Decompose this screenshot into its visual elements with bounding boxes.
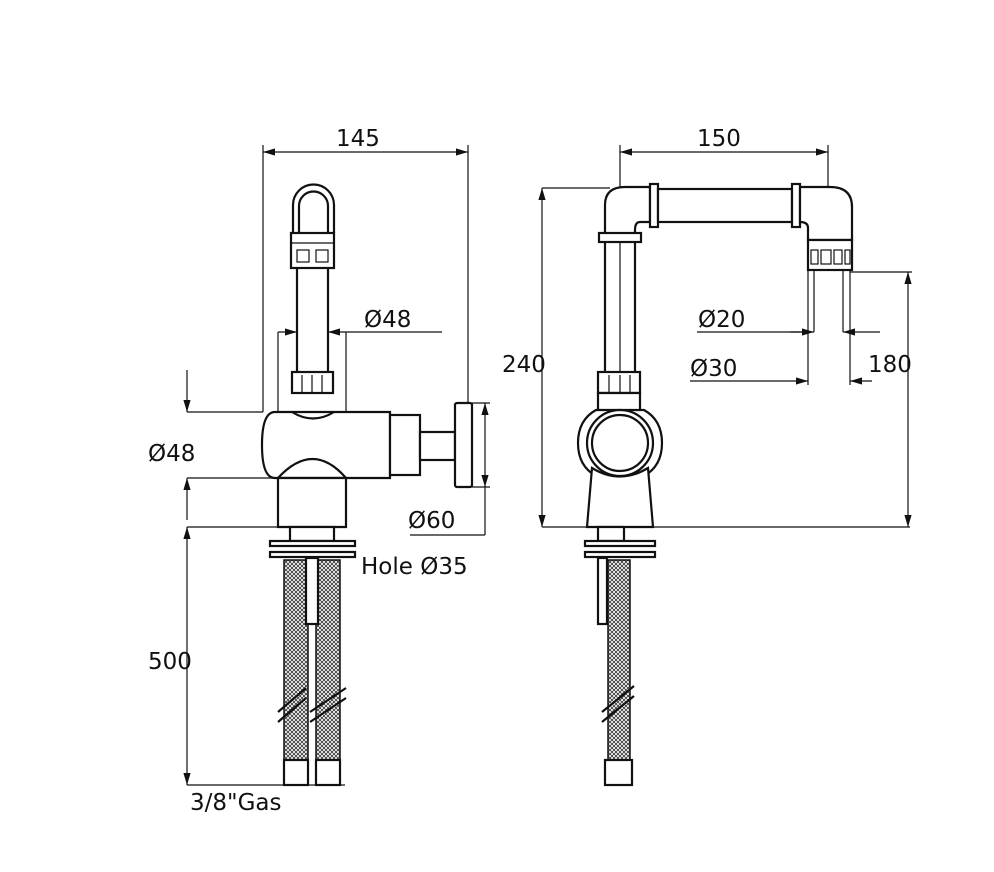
side-spout xyxy=(576,182,854,529)
dimension-145-label: 145 xyxy=(336,126,380,152)
dimension-hose-length: 500 3/8"Gas xyxy=(148,527,345,816)
dimension-145: 145 xyxy=(262,126,469,412)
side-view: 150 240 xyxy=(502,126,912,787)
dimension-150-label: 150 xyxy=(697,126,741,152)
aerator-inner-label: Ø20 xyxy=(698,307,745,333)
dimension-150: 150 xyxy=(619,126,829,372)
body-diameter-label: Ø48 xyxy=(148,441,195,467)
aerator-outer-label: Ø30 xyxy=(690,356,737,382)
dimension-aerator: Ø20 Ø30 xyxy=(690,270,880,385)
mounting-hoses: Hole Ø35 xyxy=(187,525,468,787)
dimension-body-diameter: Ø48 xyxy=(148,370,278,520)
side-mounting-hose xyxy=(583,525,657,787)
height-label: 240 xyxy=(502,352,546,378)
spout xyxy=(289,183,336,395)
spout-diameter-label: Ø48 xyxy=(364,307,411,333)
connection-label: 3/8"Gas xyxy=(190,790,282,816)
hose-length-label: 500 xyxy=(148,649,192,675)
dimension-180: 180 xyxy=(850,271,912,527)
outlet-height-label: 180 xyxy=(868,352,912,378)
handle-diameter-label: Ø60 xyxy=(408,508,455,534)
front-view: 145 Ø48 xyxy=(148,126,490,816)
dimension-spout-diameter: Ø48 xyxy=(277,307,442,478)
valve-body xyxy=(260,401,474,529)
hole-label: Hole Ø35 xyxy=(361,554,468,580)
dimension-handle-diameter: Ø60 xyxy=(408,402,490,536)
